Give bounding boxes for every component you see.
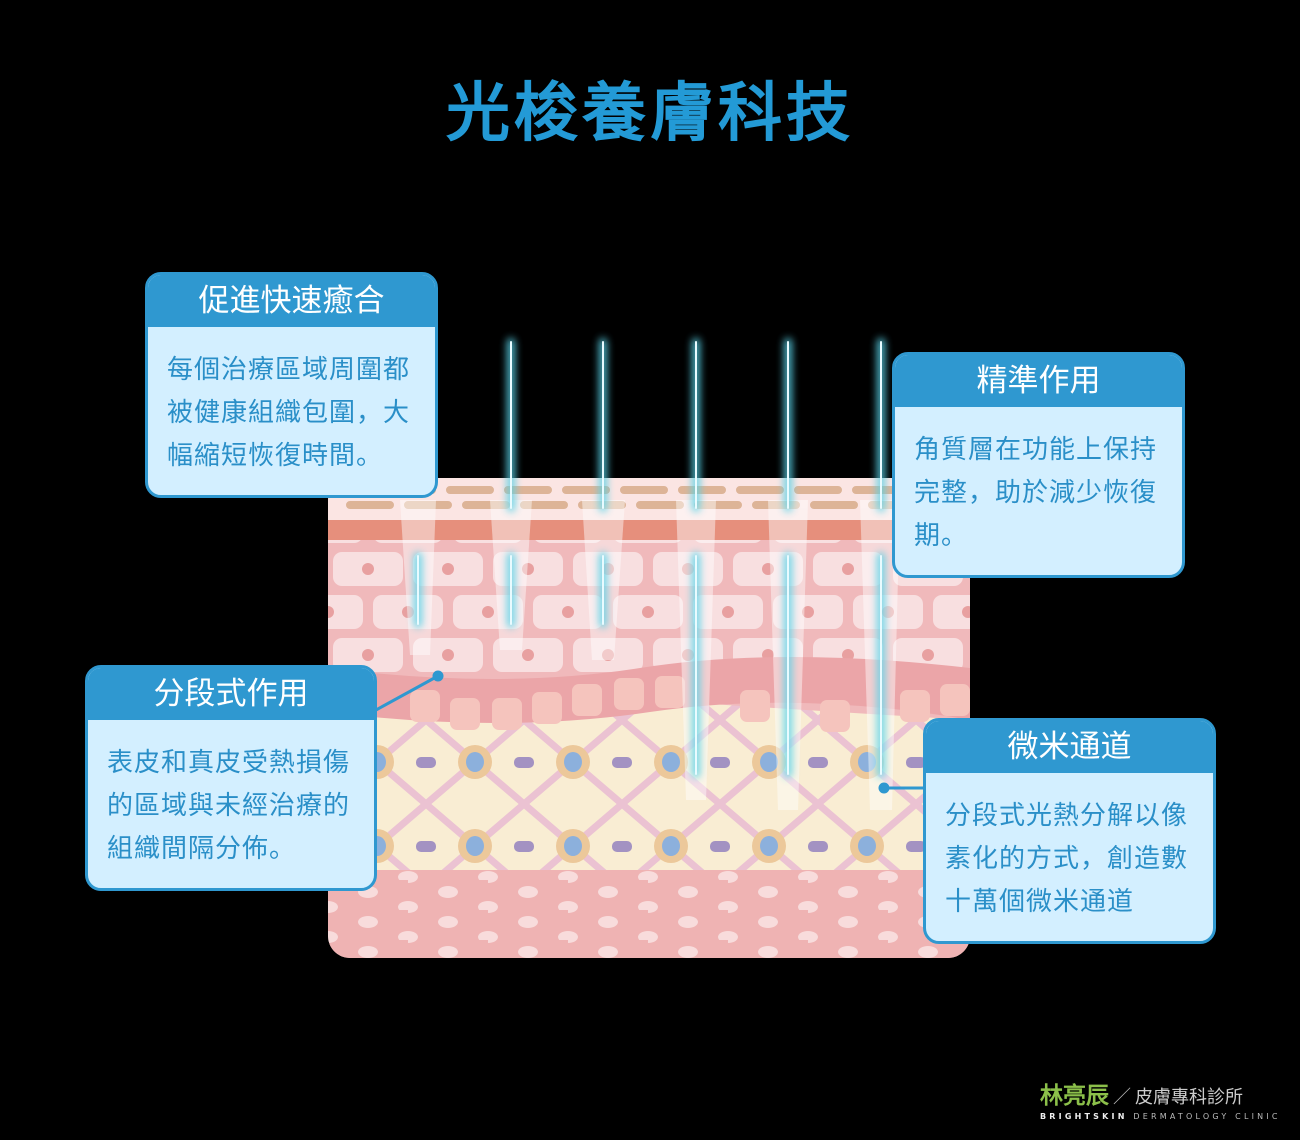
callout-rapid-healing: 促進快速癒合 每個治療區域周圍都被健康組織包圍，大幅縮短恢復時間。 (145, 272, 438, 498)
callout-header: 精準作用 (895, 355, 1182, 407)
callout-micro-channels: 微米通道 分段式光熱分解以像素化的方式，創造數十萬個微米通道 (923, 718, 1216, 944)
logo-name: 林亮辰 (1040, 1083, 1109, 1109)
callout-line: 每個治療區域周圍都 (167, 355, 411, 385)
callout-header: 促進快速癒合 (148, 275, 435, 327)
callout-line: 表皮和真皮受熱損傷 (107, 748, 351, 778)
callout-line: 角質層在功能上保持 (914, 435, 1158, 465)
logo-english-brand: BRIGHTSKIN (1040, 1112, 1128, 1121)
callout-line: 組織間隔分佈。 (107, 834, 297, 864)
laser-beams (414, 338, 885, 778)
logo-english-subtitle: DERMATOLOGY CLINIC (1133, 1112, 1281, 1121)
callout-line: 被健康組織包圍，大 (167, 398, 411, 428)
callout-line: 素化的方式，創造數 (945, 844, 1189, 874)
callout-precise-action: 精準作用 角質層在功能上保持完整，助於減少恢復期。 (892, 352, 1185, 578)
callout-fractional-action: 分段式作用 表皮和真皮受熱損傷的區域與未經治療的組織間隔分佈。 (85, 665, 377, 891)
callout-line: 完整，助於減少恢復 (914, 478, 1158, 508)
logo-separator: ／ (1113, 1087, 1131, 1108)
callout-pointers (375, 670, 924, 794)
callout-line: 期。 (914, 521, 969, 551)
callout-line: 的區域與未經治療的 (107, 791, 351, 821)
callout-line: 十萬個微米通道 (945, 887, 1135, 917)
callout-line: 幅縮短恢復時間。 (167, 441, 384, 471)
callout-header: 分段式作用 (88, 668, 374, 720)
callout-line: 分段式光熱分解以像 (945, 801, 1189, 831)
clinic-logo: 林亮辰／皮膚專科診所 BRIGHTSKIN DERMATOLOGY CLINIC (1040, 1076, 1281, 1121)
page-title: 光梭養膚科技 (446, 77, 854, 151)
logo-subtitle: 皮膚專科診所 (1135, 1087, 1243, 1108)
callout-header: 微米通道 (926, 721, 1213, 773)
